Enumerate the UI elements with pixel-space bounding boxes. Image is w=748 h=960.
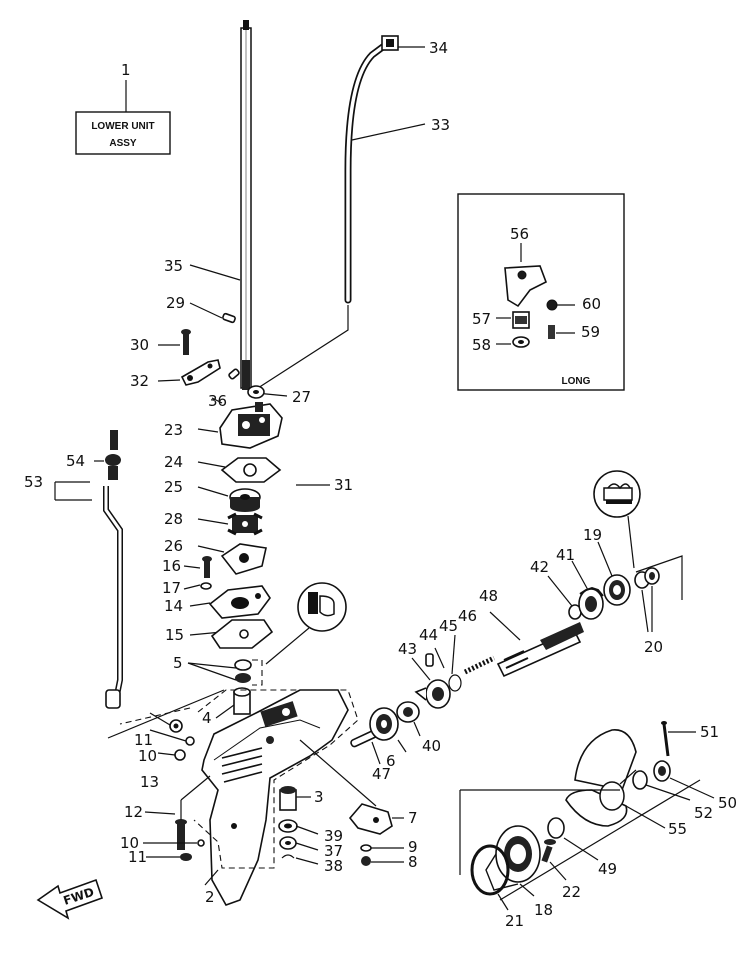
callout-38: 38 — [324, 857, 343, 875]
callout-33: 33 — [431, 116, 450, 134]
callout-39: 39 — [324, 827, 343, 845]
callout-20: 20 — [644, 638, 663, 656]
long-inset-box: LONG — [457, 193, 625, 391]
callout-53: 53 — [24, 473, 43, 491]
callout-9: 9 — [408, 838, 418, 856]
callout-49: 49 — [598, 860, 617, 878]
callout-5: 5 — [173, 654, 183, 672]
drive-shaft — [240, 20, 252, 390]
lower-case — [201, 689, 349, 906]
callout-59: 59 — [581, 323, 600, 341]
callout-27: 27 — [292, 388, 311, 406]
shift-rod — [257, 35, 399, 389]
callout-46: 46 — [458, 607, 477, 625]
callout-36: 36 — [208, 392, 227, 410]
callout-51: 51 — [700, 723, 719, 741]
callout-10a: 10 — [138, 747, 157, 765]
callout-10b: 10 — [120, 834, 139, 852]
title-line-1: LOWER UNIT — [91, 121, 154, 132]
callout-14: 14 — [164, 597, 183, 615]
forward-direction-arrow: FWD — [36, 878, 104, 920]
callout-55: 55 — [668, 820, 687, 838]
pump-housing — [219, 402, 283, 449]
callout-25: 25 — [164, 478, 183, 496]
callout-58: 58 — [472, 336, 491, 354]
inset-variant-label: LONG — [562, 376, 591, 387]
propeller — [565, 729, 637, 827]
shift-rod-clamp — [180, 312, 236, 386]
callout-15: 15 — [165, 626, 184, 644]
dog-clutch — [414, 679, 451, 709]
water-tube — [103, 430, 123, 709]
callout-45: 45 — [439, 617, 458, 635]
callout-56: 56 — [510, 225, 529, 243]
callout-13: 13 — [140, 773, 159, 791]
callout-37: 37 — [324, 842, 343, 860]
callout-57: 57 — [472, 310, 491, 328]
callout-44: 44 — [419, 626, 438, 644]
propeller-shaft — [496, 622, 584, 678]
callout-24: 24 — [164, 453, 183, 471]
callout-30: 30 — [130, 336, 149, 354]
callout-18: 18 — [534, 901, 553, 919]
callout-22: 22 — [562, 883, 581, 901]
pinion-gear — [396, 701, 420, 723]
callout-21: 21 — [505, 912, 524, 930]
callout-6: 6 — [386, 752, 396, 770]
sealant-icon-upper — [265, 582, 347, 665]
callout-43: 43 — [398, 640, 417, 658]
callout-42: 42 — [530, 558, 549, 576]
callout-28: 28 — [164, 510, 183, 528]
title-line-2: ASSY — [109, 138, 137, 149]
callout-26: 26 — [164, 537, 183, 555]
callout-47: 47 — [372, 765, 391, 783]
title-box: LOWER UNIT ASSY — [75, 80, 171, 155]
callout-23: 23 — [164, 421, 183, 439]
callout-7: 7 — [408, 809, 418, 827]
callout-60: 60 — [582, 295, 601, 313]
impeller — [227, 512, 263, 536]
callout-12: 12 — [124, 803, 143, 821]
forward-gear — [369, 707, 399, 741]
callout-19: 19 — [583, 526, 602, 544]
callout-32: 32 — [130, 372, 149, 390]
callout-2: 2 — [205, 888, 215, 906]
callout-29: 29 — [166, 294, 185, 312]
callout-17: 17 — [162, 579, 181, 597]
callout-34: 34 — [429, 39, 448, 57]
ball-bearing — [603, 574, 631, 606]
callout-11a: 11 — [134, 731, 153, 749]
callout-1: 1 — [121, 61, 131, 79]
callout-31: 31 — [334, 476, 353, 494]
callout-4: 4 — [202, 709, 212, 727]
callout-8: 8 — [408, 853, 418, 871]
callout-48: 48 — [479, 587, 498, 605]
callout-11b: 11 — [128, 848, 147, 866]
callout-35: 35 — [164, 257, 183, 275]
callout-3: 3 — [314, 788, 324, 806]
callout-41: 41 — [556, 546, 575, 564]
callout-16: 16 — [162, 557, 181, 575]
reverse-gear — [578, 586, 604, 620]
callout-54: 54 — [66, 452, 85, 470]
sealant-icon-right — [593, 470, 641, 569]
callout-50: 50 — [718, 794, 737, 812]
callout-40: 40 — [422, 737, 441, 755]
callout-52: 52 — [694, 804, 713, 822]
